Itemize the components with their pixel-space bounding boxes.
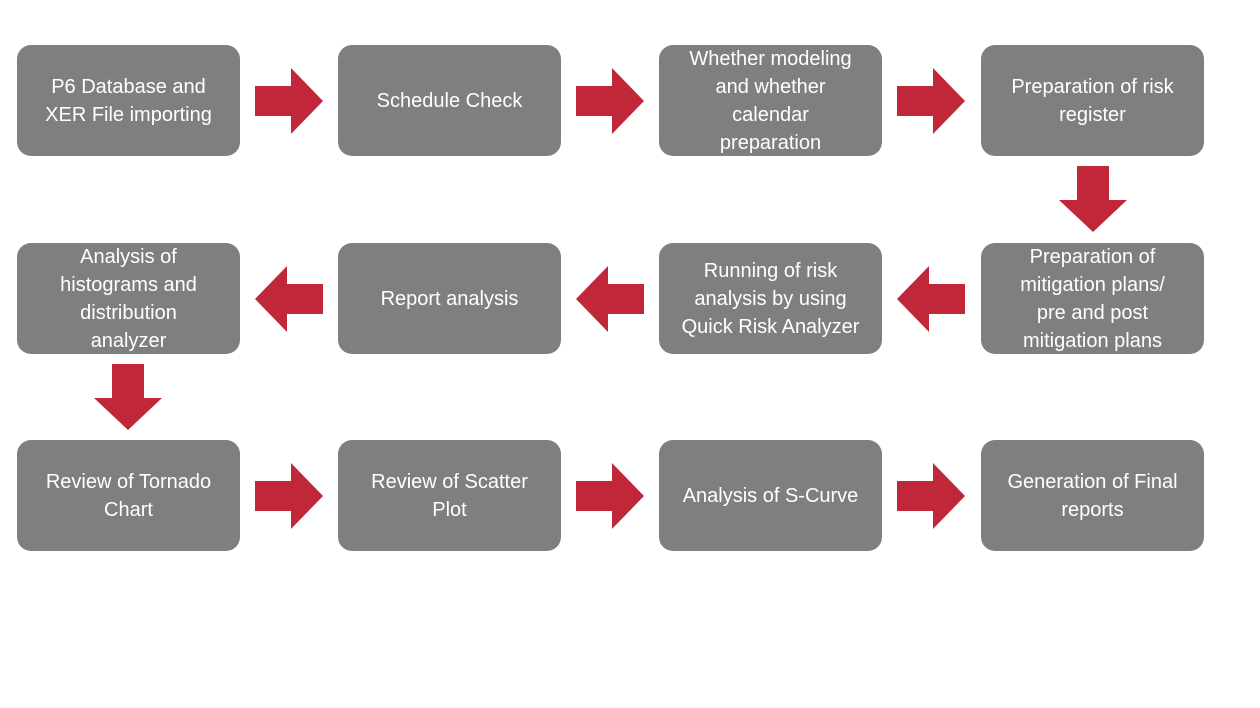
step-histograms-analysis: Analysis of histograms and distribution … (17, 243, 240, 354)
step-scatter-plot-review: Review of Scatter Plot (338, 440, 561, 551)
step-mitigation-plans: Preparation of mitigation plans/ pre and… (981, 243, 1204, 354)
step-risk-register: Preparation of risk register (981, 45, 1204, 156)
arrow-right-icon (255, 463, 323, 529)
arrow-right-icon (576, 463, 644, 529)
arrow-right-icon (897, 463, 965, 529)
step-p6-database-import: P6 Database and XER File importing (17, 45, 240, 156)
arrow-left-icon (897, 266, 965, 332)
arrow-right-icon (897, 68, 965, 134)
step-s-curve-analysis: Analysis of S-Curve (659, 440, 882, 551)
arrow-right-icon (255, 68, 323, 134)
step-report-analysis: Report analysis (338, 243, 561, 354)
step-tornado-chart-review: Review of Tornado Chart (17, 440, 240, 551)
arrow-down-icon (94, 364, 162, 430)
arrow-left-icon (255, 266, 323, 332)
arrow-left-icon (576, 266, 644, 332)
step-schedule-check: Schedule Check (338, 45, 561, 156)
step-final-reports: Generation of Final reports (981, 440, 1204, 551)
arrow-down-icon (1059, 166, 1127, 232)
step-weather-modeling: Whether modeling and whether calendar pr… (659, 45, 882, 156)
arrow-right-icon (576, 68, 644, 134)
step-risk-analysis-run: Running of risk analysis by using Quick … (659, 243, 882, 354)
